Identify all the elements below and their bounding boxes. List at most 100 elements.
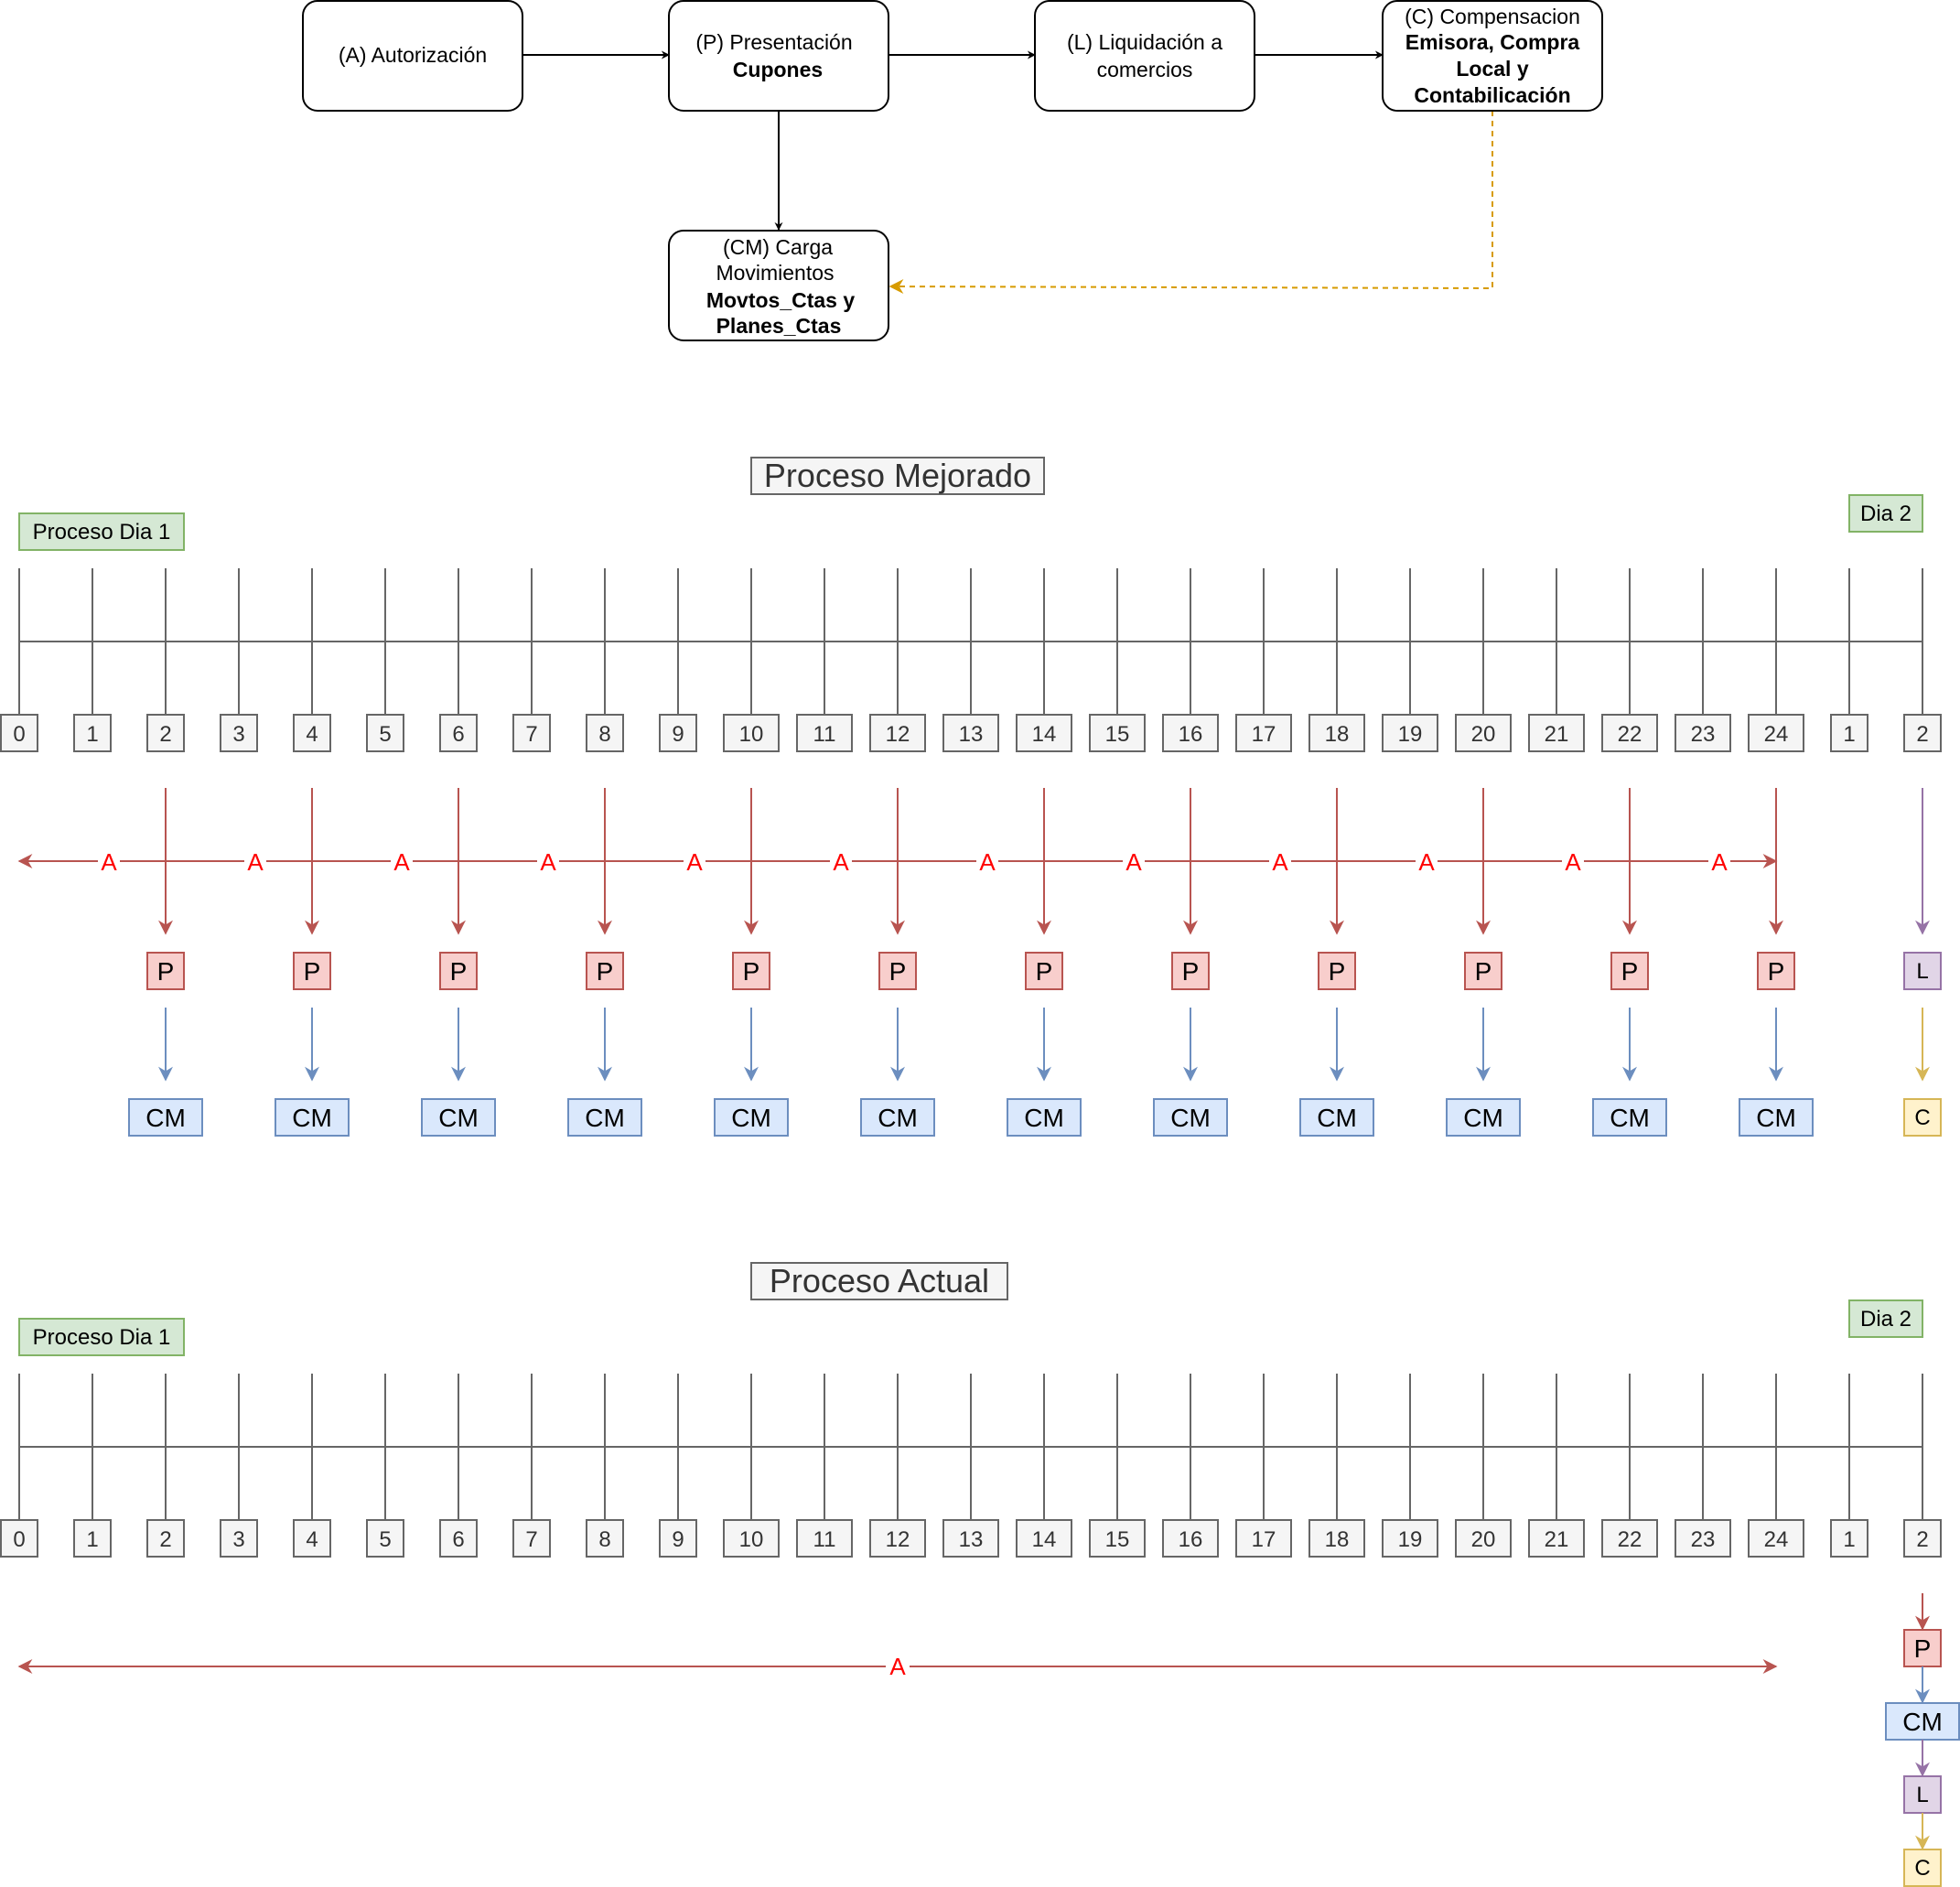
hour-label-text: 10: [739, 722, 764, 747]
hour-label: 23: [1675, 1519, 1731, 1558]
hour-label-text: 16: [1179, 722, 1203, 747]
hour-label: 20: [1455, 1519, 1512, 1558]
hour-label: 0: [0, 1519, 38, 1558]
hour-label: 15: [1089, 714, 1146, 752]
hour-label: 5: [366, 714, 404, 752]
hour-label-text: 13: [959, 722, 984, 747]
step-p-label: P: [1329, 957, 1346, 986]
step-p-box[interactable]: P: [1610, 952, 1649, 990]
step-p-label: P: [304, 957, 321, 986]
step-cm-label: CM: [731, 1104, 771, 1132]
hour-label: 24: [1748, 714, 1804, 752]
step-cm-box[interactable]: CM: [1153, 1098, 1228, 1137]
hour-label: 7: [512, 714, 551, 752]
day1-label-mejorado: Proceso Dia 1: [18, 512, 185, 551]
step-cm-box[interactable]: CM: [860, 1098, 935, 1137]
step-cm-box[interactable]: CM: [567, 1098, 642, 1137]
step-p-box[interactable]: P: [586, 952, 624, 990]
hour-label: 16: [1162, 1519, 1219, 1558]
hour-label-text: 8: [598, 1527, 610, 1552]
hour-label: 1: [1830, 714, 1868, 752]
hour-label-text: 16: [1179, 1527, 1203, 1552]
day2-label-actual: Dia 2: [1848, 1299, 1923, 1338]
authorization-label-mejorado: A: [686, 848, 703, 876]
box-carga-bold-2: Planes_Ctas: [716, 314, 842, 338]
box-compensacion-bold-3: Contabilicación: [1414, 83, 1570, 107]
authorization-label-mejorado: A: [247, 848, 264, 876]
authorization-label-mejorado: A: [101, 848, 117, 876]
hour-label: 18: [1308, 714, 1365, 752]
step-p-box[interactable]: P: [293, 952, 331, 990]
step-p-box[interactable]: P: [1318, 952, 1356, 990]
step-cm-actual-label: CM: [1902, 1708, 1943, 1736]
authorization-label-mejorado: A: [1711, 848, 1728, 876]
box-compensacion-label: (C) Compensacion: [1405, 5, 1580, 28]
step-cm-label: CM: [878, 1104, 918, 1132]
hour-label-text: 17: [1252, 1527, 1276, 1552]
step-p-box[interactable]: P: [146, 952, 185, 990]
hour-label: 2: [1903, 1519, 1942, 1558]
box-autorizacion-label: (A) Autorización: [339, 43, 487, 67]
step-p-box[interactable]: P: [1171, 952, 1210, 990]
hour-label: 2: [1903, 714, 1942, 752]
day1-label-mejorado-text: Proceso Dia 1: [33, 520, 171, 545]
process-flow: (A) Autorización (P) Presentación Cupone…: [302, 0, 1603, 341]
step-cm-label: CM: [438, 1104, 479, 1132]
hour-label-text: 18: [1325, 1527, 1350, 1552]
hour-label: 1: [73, 714, 112, 752]
step-p-box[interactable]: P: [1757, 952, 1795, 990]
step-l-box[interactable]: L: [1903, 952, 1942, 990]
hour-label: 10: [723, 714, 780, 752]
step-cm-box[interactable]: CM: [1007, 1098, 1082, 1137]
step-cm-box[interactable]: CM: [1739, 1098, 1814, 1137]
step-cm-box[interactable]: CM: [275, 1098, 350, 1137]
step-p-box[interactable]: P: [732, 952, 770, 990]
step-p-actual-label: P: [1914, 1634, 1932, 1663]
step-cm-box[interactable]: CM: [1299, 1098, 1374, 1137]
step-c-actual[interactable]: C: [1903, 1849, 1942, 1887]
authorization-label-actual: A: [889, 1653, 906, 1680]
hour-label: 8: [586, 714, 624, 752]
step-p-box[interactable]: P: [439, 952, 478, 990]
step-p-box[interactable]: P: [878, 952, 917, 990]
step-cm-box[interactable]: CM: [1592, 1098, 1667, 1137]
box-carga-label-1: (CM) Carga: [723, 235, 833, 259]
hour-label: 4: [293, 1519, 331, 1558]
hour-label: 1: [1830, 1519, 1868, 1558]
authorization-label-mejorado: A: [393, 848, 410, 876]
hour-label: 19: [1382, 714, 1438, 752]
hour-label: 22: [1601, 1519, 1658, 1558]
hour-label-text: 11: [813, 1527, 836, 1552]
step-l-actual[interactable]: L: [1903, 1775, 1942, 1814]
step-c-box[interactable]: C: [1903, 1098, 1942, 1137]
day2-label-actual-text: Dia 2: [1860, 1307, 1912, 1332]
step-cm-actual[interactable]: CM: [1885, 1702, 1960, 1741]
hour-label-text: 17: [1252, 722, 1276, 747]
steps-actual: P CM L C: [1885, 1593, 1960, 1887]
hour-label-text: 15: [1105, 722, 1130, 747]
hour-label: 23: [1675, 714, 1731, 752]
authorization-label-mejorado: A: [1418, 848, 1435, 876]
step-p-box[interactable]: P: [1464, 952, 1502, 990]
authorization-label-mejorado: A: [540, 848, 556, 876]
step-cm-box[interactable]: CM: [1446, 1098, 1521, 1137]
step-cm-box[interactable]: CM: [128, 1098, 203, 1137]
box-carga[interactable]: (CM) Carga Movimientos Movtos_Ctas y Pla…: [668, 230, 889, 341]
box-liquidacion[interactable]: (L) Liquidación a comercios: [1034, 0, 1255, 112]
box-autorizacion[interactable]: (A) Autorización: [302, 0, 523, 112]
step-p-actual[interactable]: P: [1903, 1629, 1942, 1667]
step-c-label: C: [1914, 1105, 1930, 1130]
hour-label: 21: [1528, 1519, 1585, 1558]
hour-label-text: 7: [525, 722, 537, 747]
box-presentacion[interactable]: (P) Presentación Cupones: [668, 0, 889, 112]
step-p-label: P: [597, 957, 614, 986]
day1-label-actual: Proceso Dia 1: [18, 1318, 185, 1356]
step-p-box[interactable]: P: [1025, 952, 1063, 990]
box-compensacion[interactable]: (C) Compensacion Emisora, Compra Local y…: [1382, 0, 1603, 112]
step-cm-box[interactable]: CM: [421, 1098, 496, 1137]
step-cm-box[interactable]: CM: [714, 1098, 789, 1137]
